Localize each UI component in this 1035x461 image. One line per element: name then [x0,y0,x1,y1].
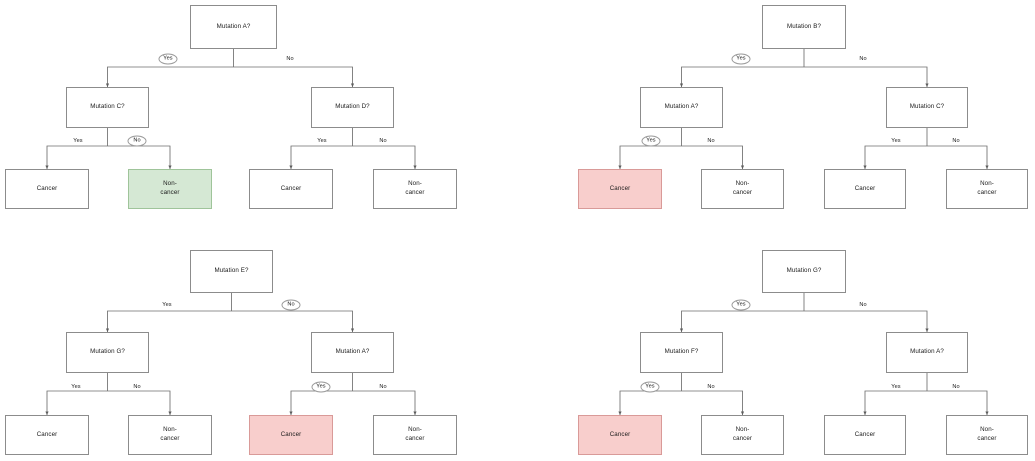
edge-label-no: No [378,138,388,144]
leaf-node-highlighted[interactable]: Cancer [249,415,333,455]
edge-label-yes: Yes [316,138,328,144]
leaf-node[interactable]: Cancer [824,169,906,209]
connector-edge [681,390,745,416]
leaf-node[interactable]: Non- cancer [128,415,212,455]
connector-edge [863,390,927,416]
edge-label-yes-highlighted: Yes [731,53,751,65]
edge-label-no: No [858,56,868,62]
leaf-node-highlighted[interactable]: Cancer [578,415,662,455]
root-decision-node[interactable]: Mutation E? [190,250,273,293]
root-decision-node[interactable]: Mutation B? [762,5,846,49]
connector-edge [804,310,929,333]
connector-edge [863,145,927,170]
decision-node[interactable]: Mutation A? [640,87,723,128]
decision-node[interactable]: Mutation A? [311,332,394,373]
connector-edge [107,145,172,170]
leaf-node[interactable]: Non- cancer [701,415,784,455]
connector-edge [927,145,989,170]
connector-edge [352,145,417,170]
edge-label-yes-highlighted: Yes [158,53,178,65]
edge-label-no: No [951,384,961,390]
leaf-node[interactable]: Non- cancer [946,415,1028,455]
connector-edge [45,390,108,416]
connector-edge [618,145,682,170]
connector-edge [105,66,234,88]
connector-edge [107,390,172,416]
edge-label-yes-highlighted: Yes [731,299,751,311]
edge-label-yes-highlighted: Yes [311,381,331,393]
decision-node[interactable]: Mutation F? [640,332,723,373]
connector-edge [289,145,353,170]
edge-label-yes-highlighted: Yes [640,381,660,393]
edge-label-yes: Yes [161,302,173,308]
edge-label-yes: Yes [72,138,84,144]
edge-label-no: No [706,384,716,390]
decision-node[interactable]: Mutation C? [886,87,968,128]
edge-label-no-highlighted: No [281,299,301,311]
root-decision-node[interactable]: Mutation A? [190,5,277,49]
connector-edge [352,390,417,416]
decision-node[interactable]: Mutation C? [66,87,149,128]
leaf-node[interactable]: Cancer [824,415,906,455]
connector-edge [681,145,745,170]
connector-edge [45,145,108,170]
edge-label-no-highlighted: No [127,135,147,147]
leaf-node[interactable]: Non- cancer [373,415,457,455]
connector-edge [231,310,355,333]
connector-edge [679,66,804,88]
leaf-node[interactable]: Non- cancer [373,169,457,209]
edge-label-no: No [858,302,868,308]
connector-edge [233,66,355,88]
edge-label-no: No [951,138,961,144]
connector-edge [105,310,232,333]
leaf-node-highlighted[interactable]: Cancer [578,169,662,209]
decision-node[interactable]: Mutation D? [311,87,394,128]
edge-label-yes-highlighted: Yes [641,135,661,147]
leaf-node[interactable]: Non- cancer [701,169,784,209]
edge-group [45,49,989,416]
edge-label-yes: Yes [890,384,902,390]
connector-edge [927,390,989,416]
decision-node[interactable]: Mutation A? [886,332,968,373]
connector-edge [679,310,804,333]
leaf-node[interactable]: Non- cancer [946,169,1028,209]
leaf-node-highlighted[interactable]: Non- cancer [128,169,212,209]
connector-edge [804,66,929,88]
leaf-node[interactable]: Cancer [5,169,89,209]
leaf-node[interactable]: Cancer [5,415,89,455]
edge-label-no: No [706,138,716,144]
root-decision-node[interactable]: Mutation G? [762,250,846,293]
decision-node[interactable]: Mutation G? [66,332,149,373]
edge-label-no: No [132,384,142,390]
connector-edge [618,390,682,416]
edge-label-no: No [285,56,295,62]
edge-label-no: No [378,384,388,390]
edge-label-yes: Yes [70,384,82,390]
connector-edge [289,390,353,416]
leaf-node[interactable]: Cancer [249,169,333,209]
edge-label-yes: Yes [890,138,902,144]
